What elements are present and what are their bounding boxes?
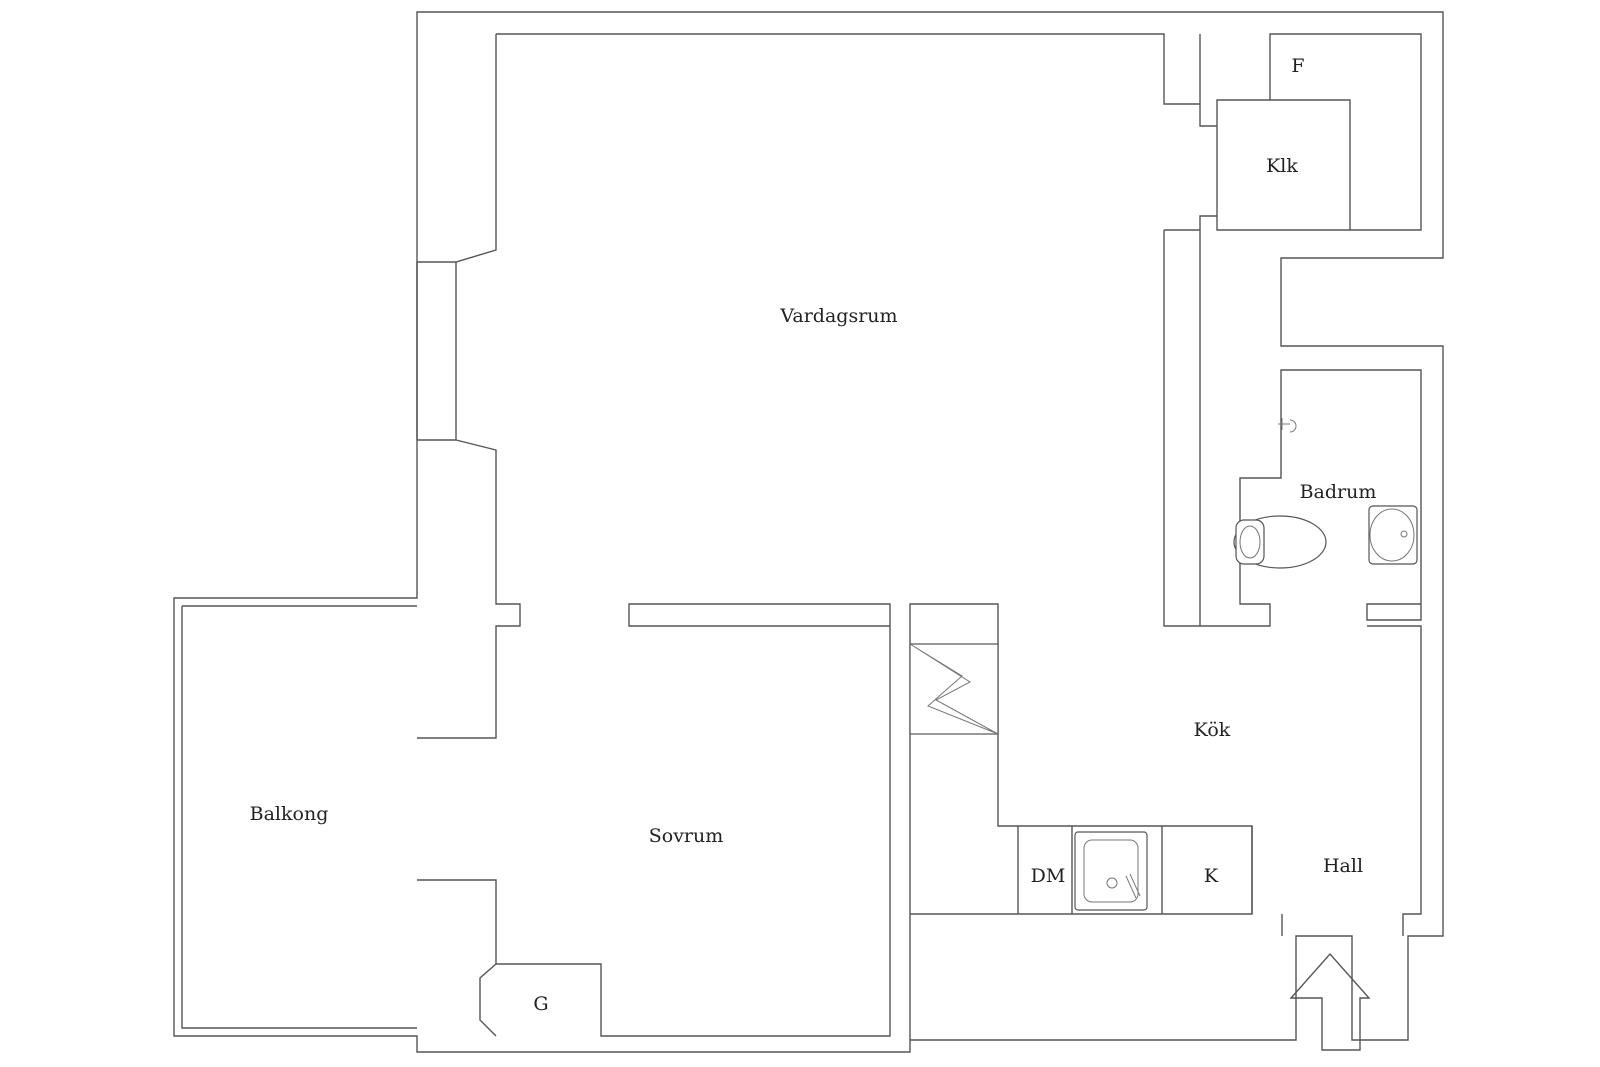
washbasin: [1368, 505, 1418, 565]
room-label-k: K: [1204, 865, 1219, 887]
room-label-sovrum: Sovrum: [649, 825, 724, 847]
living-room-walls: [496, 33, 1422, 627]
washbasin-tap-icon: [1400, 530, 1408, 538]
sink-drain-icon: [1106, 877, 1118, 889]
room-label-dm: DM: [1031, 865, 1066, 887]
room-label-balkong: Balkong: [250, 803, 329, 825]
sink-faucet-icon: [1125, 873, 1141, 899]
living-room-left-wall: [416, 34, 521, 739]
room-label-badrum: Badrum: [1300, 481, 1377, 503]
room-label-klk: Klk: [1266, 155, 1298, 177]
kitchen-counter: [1017, 826, 1253, 914]
room-label-kok: Kök: [1194, 719, 1231, 741]
shower-head-icon: [1278, 418, 1297, 433]
chimney-zigzag: [909, 643, 999, 735]
exterior-wall-outer: [173, 11, 1444, 1053]
room-label-g: G: [533, 993, 548, 1015]
room-label-vardagsrum: Vardagsrum: [779, 305, 897, 327]
room-label-f: F: [1291, 55, 1304, 77]
kitchen-sink: [1074, 831, 1148, 911]
washbasin-bowl: [1369, 508, 1415, 562]
entrance-arrow-icon: [1289, 952, 1371, 1051]
toilet-seat: [1239, 525, 1261, 559]
bedroom-walls: [417, 603, 891, 1037]
balcony-inner-wall: [181, 605, 417, 1029]
room-label-hall: Hall: [1323, 855, 1363, 877]
chimney-shaft: [909, 643, 999, 735]
kitchen-sink-basin: [1083, 839, 1139, 903]
